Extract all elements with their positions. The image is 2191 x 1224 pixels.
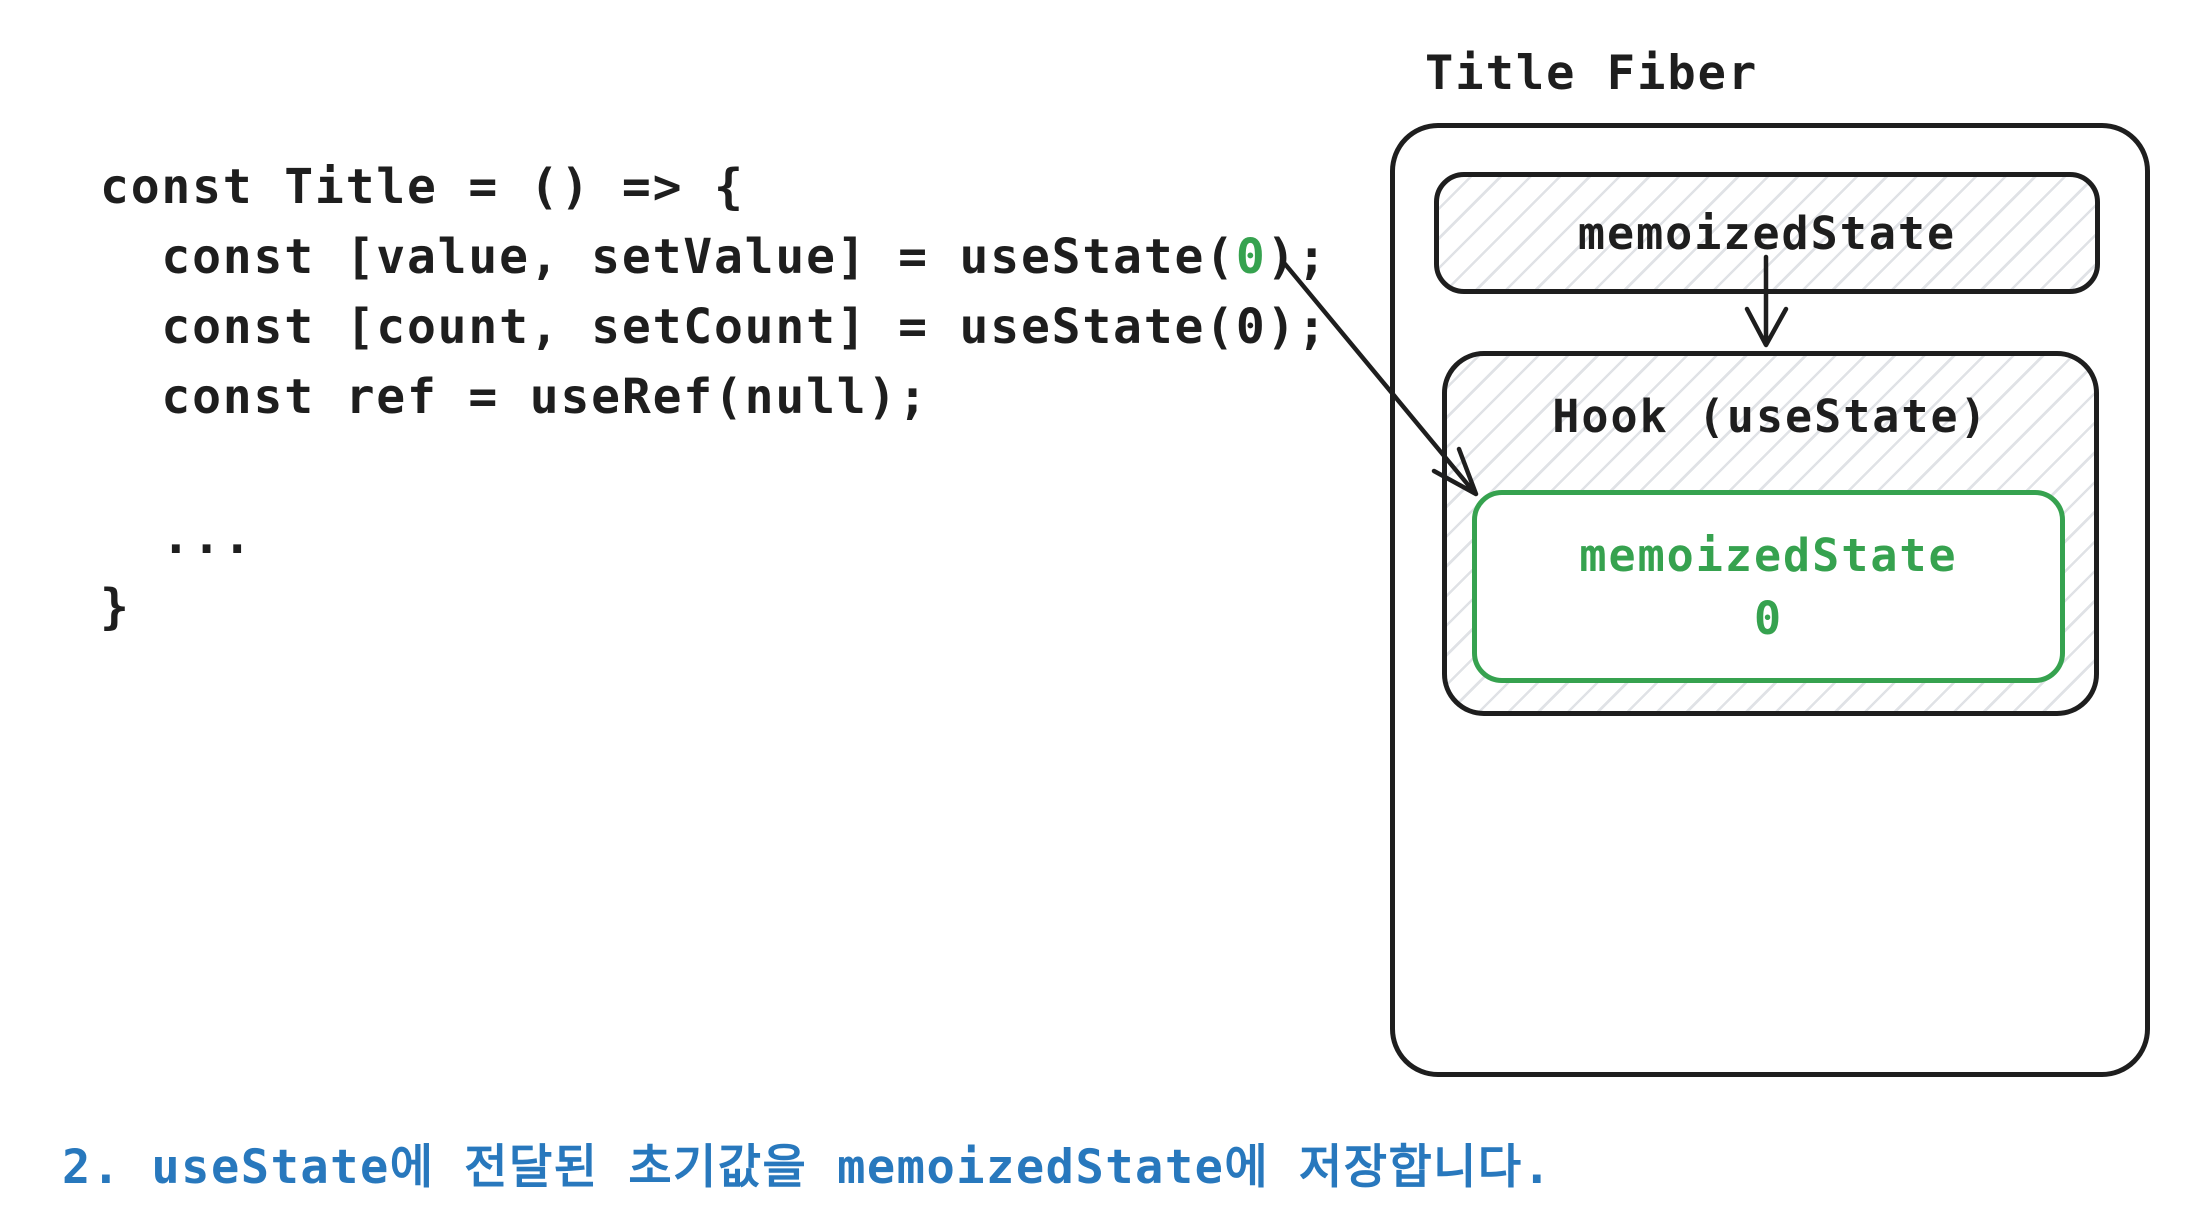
caption-text: 2. useState에 전달된 초기값을 memoizedState에 저장합… (62, 1140, 1553, 1195)
code-line: const [value, setValue] = useState(0); (100, 229, 1328, 285)
code-line: } (100, 579, 131, 635)
hook-label: Hook (useState) (1552, 390, 1989, 443)
hook-memoizedstate-label: memoizedState (1579, 528, 1958, 582)
hook-box: Hook (useState) memoizedState 0 (1442, 351, 2099, 716)
code-block: const Title = () => { const [value, setV… (100, 152, 1328, 642)
caption: 2. useState에 전달된 초기값을 memoizedState에 저장합… (62, 1128, 1552, 1197)
fiber-memoizedstate-label: memoizedState (1577, 206, 1957, 260)
code-line: const Title = () => { (100, 159, 745, 215)
fiber-box: memoizedState Hook (useState) memoizedSt… (1390, 123, 2150, 1077)
code-line: ... (100, 509, 254, 565)
hook-memoizedstate-box: memoizedState 0 (1472, 490, 2065, 683)
code-line: const ref = useRef(null); (100, 369, 929, 425)
hook-memoizedstate-value: 0 (1753, 591, 1784, 645)
diagram-title: Title Fiber (1425, 46, 1759, 101)
code-line: const [count, setCount] = useState(0); (100, 299, 1328, 355)
fiber-memoizedstate-box: memoizedState (1434, 172, 2100, 294)
code-line (100, 432, 1328, 502)
